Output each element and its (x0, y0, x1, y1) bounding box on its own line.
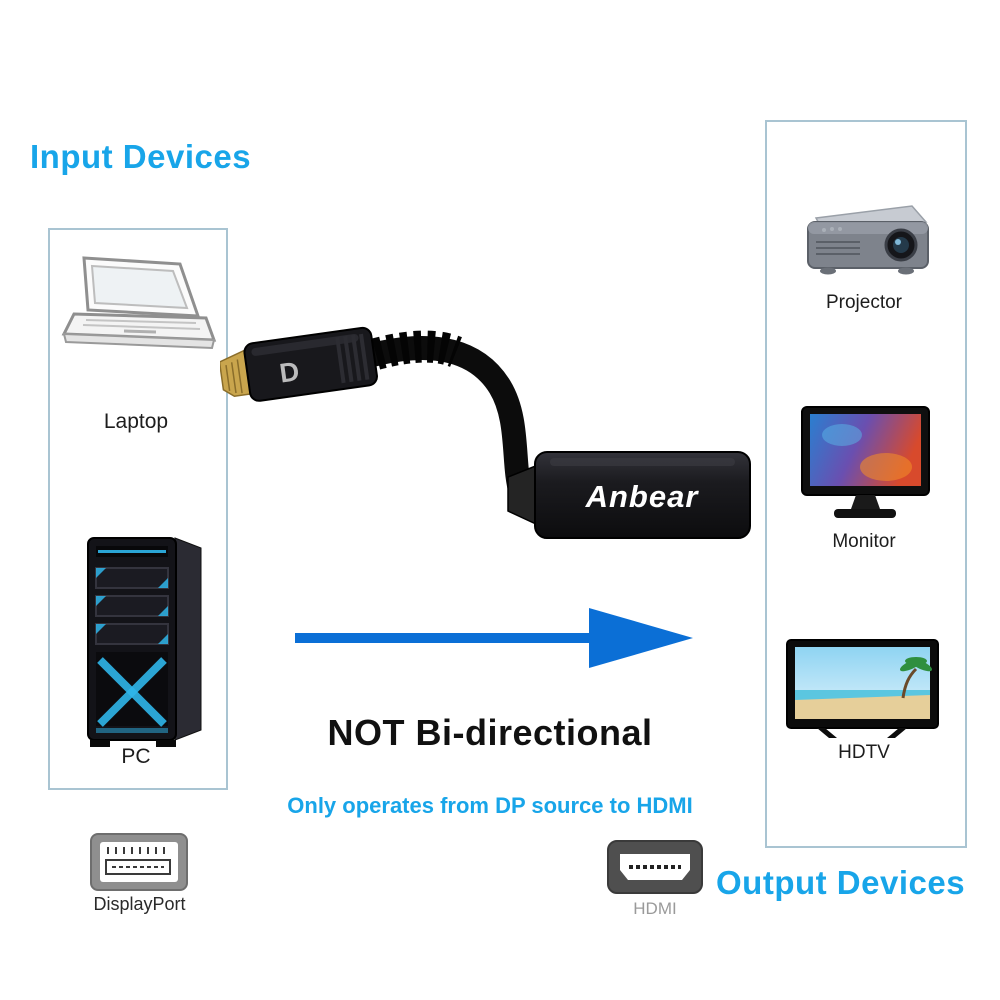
pc-label: PC (121, 745, 151, 768)
hdtv-label: HDTV (838, 742, 890, 763)
hdmi-label: HDMI (633, 899, 677, 918)
arrow-right-icon (295, 608, 693, 668)
laptop-label: Laptop (103, 410, 169, 433)
pc-image (87, 537, 202, 747)
monitor-label: Monitor (832, 531, 896, 552)
monitor-image (801, 406, 930, 518)
displayport-label: DisplayPort (93, 894, 186, 914)
displayport-connector-icon (90, 833, 188, 891)
input-devices-title: Input Devices (30, 138, 252, 175)
adapter-brand-text: Anbear (585, 479, 700, 514)
dp-to-hdmi-subline: Only operates from DP source to HDMI (287, 793, 693, 818)
dp-plug-logo: D (278, 356, 301, 388)
hdtv-image (786, 639, 939, 738)
not-bidirectional-headline: NOT Bi-directional (327, 712, 653, 753)
dp-cable-adapter-image: D Anbear (220, 326, 751, 539)
projector-label: Projector (825, 292, 903, 313)
projector-image (807, 205, 929, 275)
laptop-image (61, 256, 217, 350)
output-devices-title: Output Devices (716, 864, 966, 901)
hdmi-connector-icon (607, 840, 703, 894)
